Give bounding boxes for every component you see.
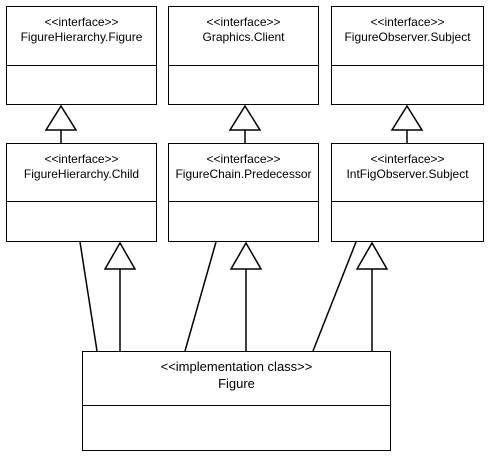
interface-name: FigureHierarchy.Figure <box>20 30 143 44</box>
association-line <box>79 241 98 352</box>
stereotype-label: <<implementation class>> <box>160 359 313 374</box>
stereotype-label: <<interface>> <box>44 152 119 166</box>
interface-name: IntFigObserver.Subject <box>346 167 469 181</box>
interface-figureobserver-subject: <<interface>> FigureObserver.Subject <box>331 6 484 105</box>
stereotype-label: <<interface>> <box>44 15 119 29</box>
generalization-arrowhead <box>228 104 262 131</box>
generalization-arrowhead <box>355 241 389 270</box>
association-line <box>184 241 217 352</box>
interface-header: <<interface>> FigureObserver.Subject <box>332 7 483 66</box>
interface-header: <<interface>> FigureChain.Predecessor <box>169 144 318 202</box>
interface-figurechain-predecessor: <<interface>> FigureChain.Predecessor <box>168 143 319 242</box>
generalization-arrowhead <box>103 241 137 270</box>
class-name: Figure <box>218 376 255 391</box>
interface-graphics-client: <<interface>> Graphics.Client <box>168 6 319 105</box>
generalization-arrowhead <box>390 104 424 131</box>
stereotype-label: <<interface>> <box>370 15 445 29</box>
interface-name: Graphics.Client <box>202 30 285 44</box>
interface-figurehierarchy-child: <<interface>> FigureHierarchy.Child <box>6 143 157 242</box>
stereotype-label: <<interface>> <box>370 152 445 166</box>
generalization-arrowhead <box>44 104 78 131</box>
stereotype-label: <<interface>> <box>206 15 281 29</box>
association-line <box>312 241 357 352</box>
implementation-class-figure: <<implementation class>> Figure <box>82 351 391 451</box>
stereotype-label: <<interface>> <box>206 152 281 166</box>
interface-intfigobserver-subject: <<interface>> IntFigObserver.Subject <box>331 143 484 242</box>
interface-name: FigureChain.Predecessor <box>175 167 312 181</box>
interface-header: <<interface>> IntFigObserver.Subject <box>332 144 483 202</box>
generalization-arrowhead <box>229 241 263 270</box>
interface-header: <<interface>> FigureHierarchy.Figure <box>7 7 156 66</box>
interface-figurehierarchy-figure: <<interface>> FigureHierarchy.Figure <box>6 6 157 105</box>
class-header: <<implementation class>> Figure <box>83 352 390 406</box>
interface-name: FigureHierarchy.Child <box>23 167 140 181</box>
interface-header: <<interface>> FigureHierarchy.Child <box>7 144 156 202</box>
interface-header: <<interface>> Graphics.Client <box>169 7 318 66</box>
interface-name: FigureObserver.Subject <box>344 30 471 44</box>
